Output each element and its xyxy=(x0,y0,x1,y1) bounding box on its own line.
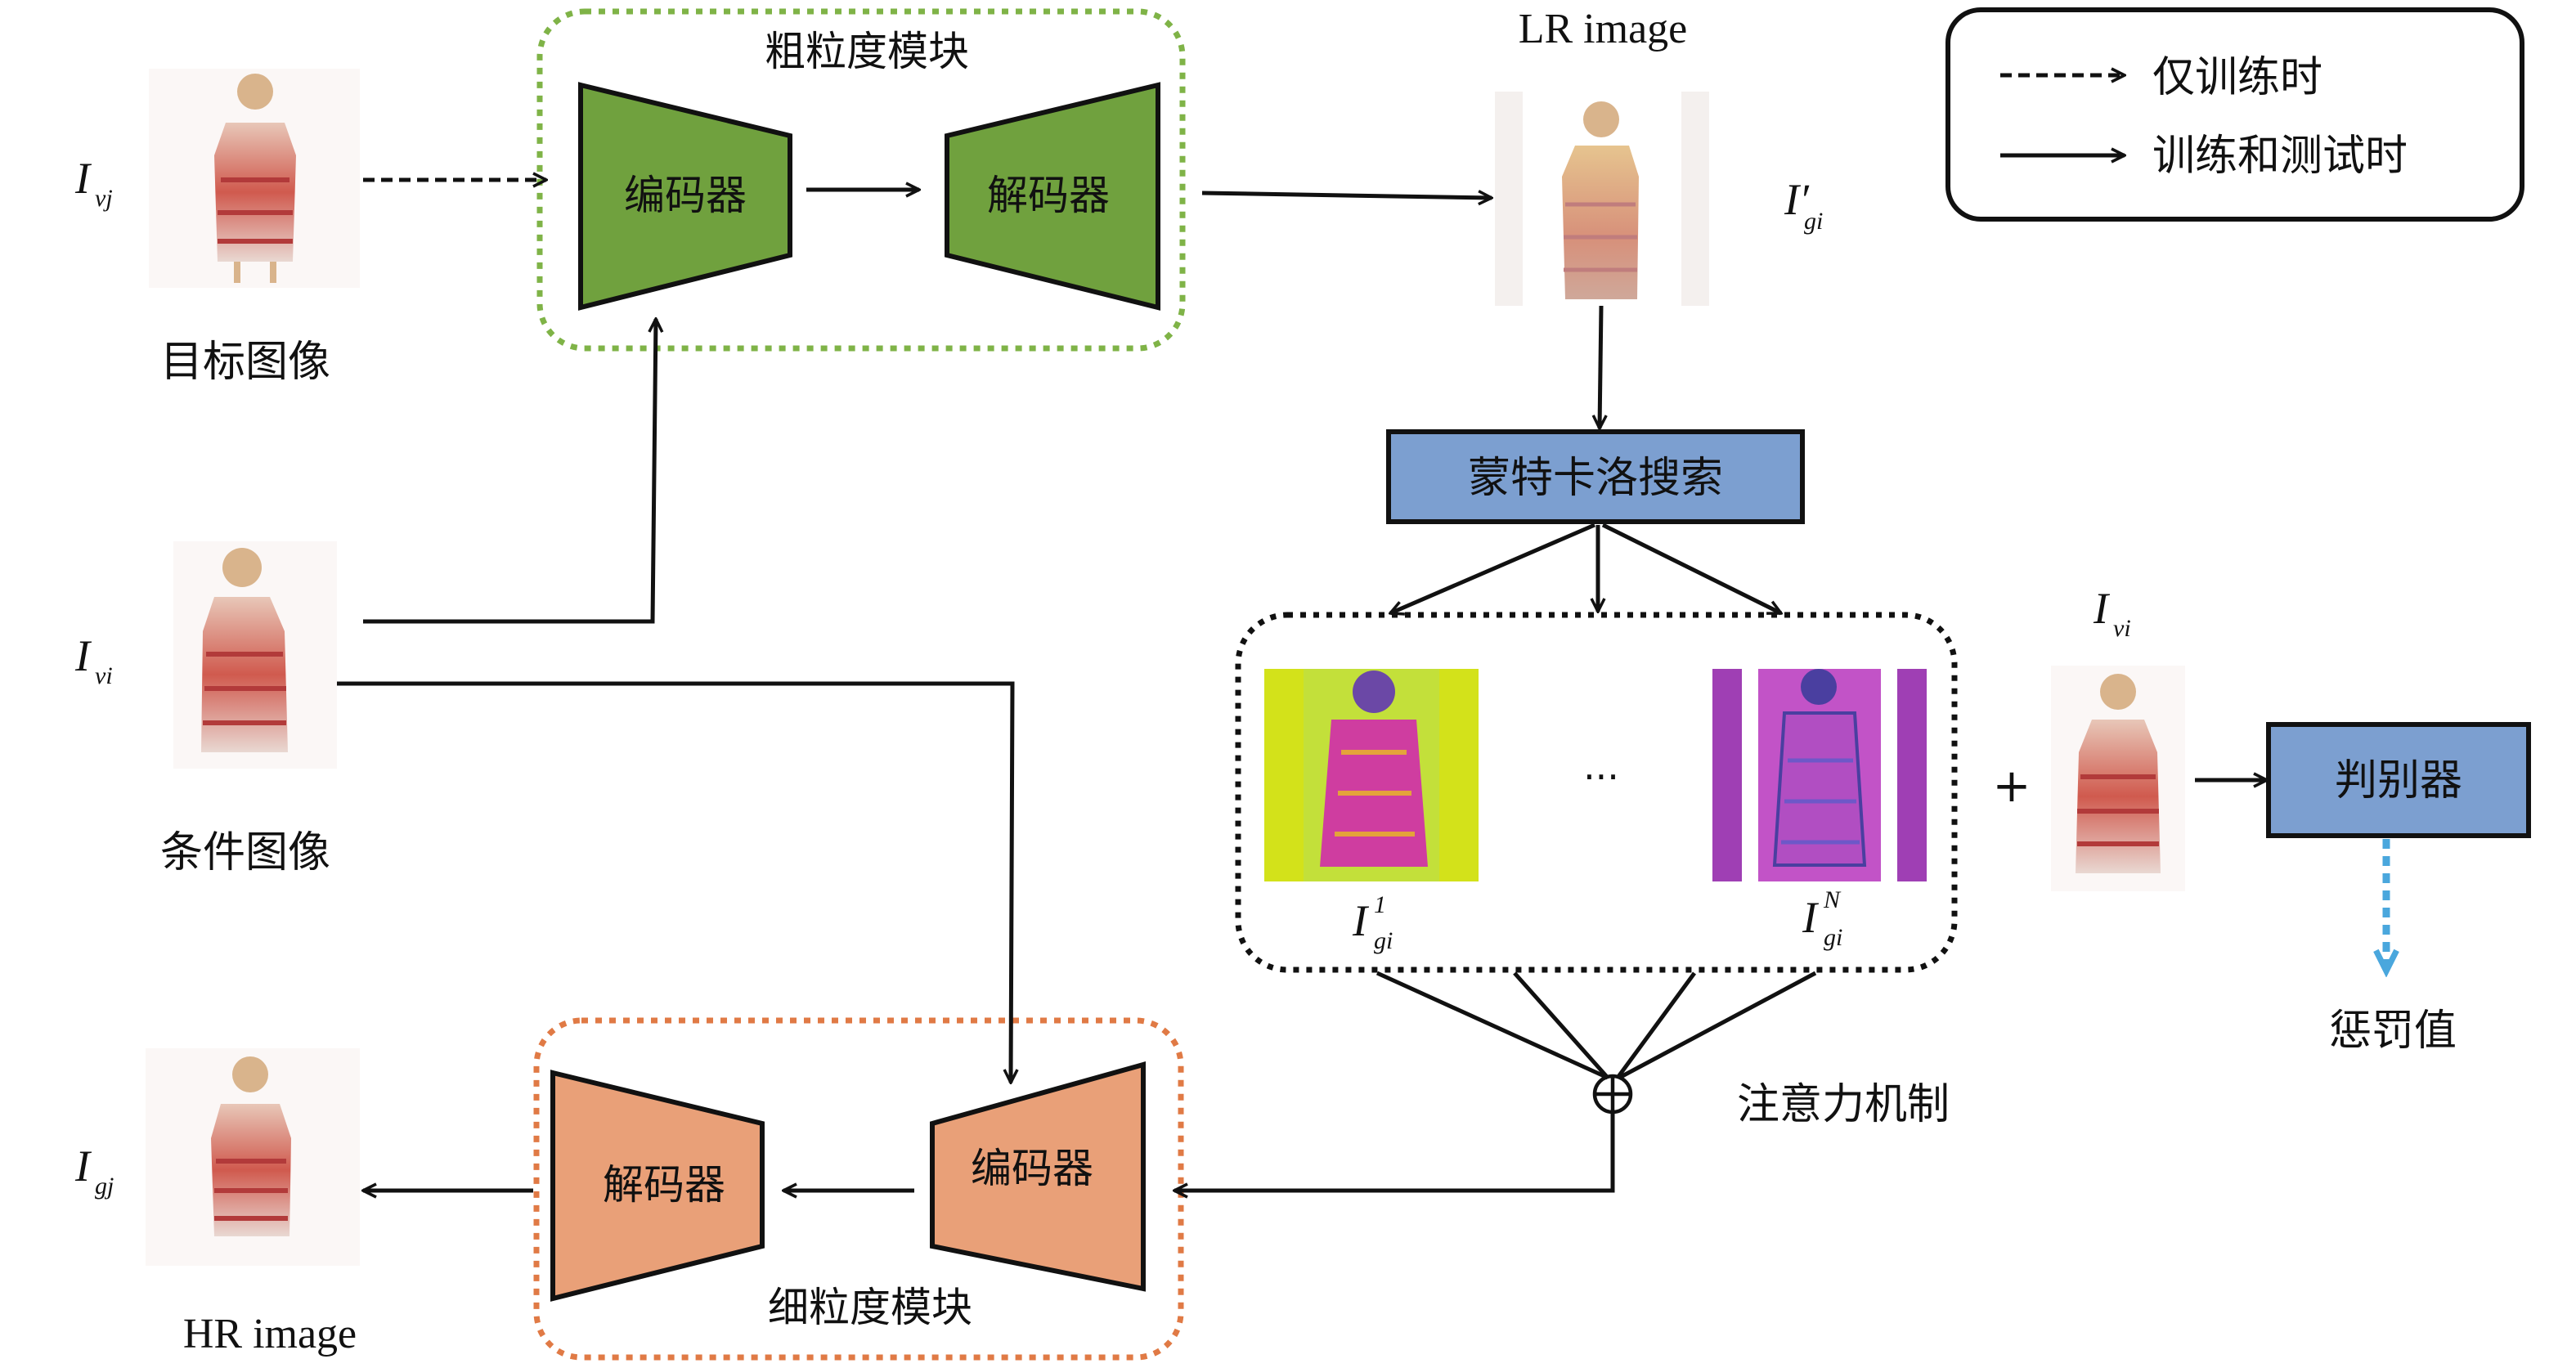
legend-dashed-label: 仅训练时 xyxy=(2152,53,2322,102)
arrow-condition-to-fine-encoder xyxy=(337,681,1012,1083)
candidate-last-symbol: I xyxy=(1802,893,1820,942)
attention-label: 注意力机制 xyxy=(1737,1080,1950,1129)
lr-dress-image xyxy=(1495,92,1709,306)
legend-box xyxy=(1945,7,2524,222)
target-image-symbol: I xyxy=(74,154,92,203)
legend-solid-label: 训练和测试时 xyxy=(2152,132,2408,181)
coarse-encoder-label: 编码器 xyxy=(624,172,747,219)
lr-image-symbol: I′ xyxy=(1784,175,1810,224)
lr-image-subscript: gi xyxy=(1804,208,1823,235)
output-dress-image xyxy=(146,1048,360,1266)
coarse-decoder-block xyxy=(945,82,1160,311)
target-image-subscript: vj xyxy=(95,185,113,212)
discriminator-label: 判别器 xyxy=(2335,756,2462,805)
attention-line-4 xyxy=(1618,971,1817,1080)
fine-module-title: 细粒度模块 xyxy=(768,1284,972,1331)
candidate-image-first xyxy=(1264,669,1479,881)
candidates-frame xyxy=(1235,612,1958,973)
output-image-subscript: gj xyxy=(95,1173,114,1200)
attention-line-2 xyxy=(1513,971,1609,1079)
condition-dress-image xyxy=(173,541,337,769)
discriminator-input-subscript: vi xyxy=(2113,615,2131,642)
candidate-first-superscript: 1 xyxy=(1374,891,1386,918)
penalty-label: 惩罚值 xyxy=(2329,1007,2457,1056)
candidate-image-last xyxy=(1712,669,1927,881)
candidate-last-superscript: N xyxy=(1823,886,1842,913)
condition-image-caption: 条件图像 xyxy=(160,828,330,877)
candidate-ellipsis: ··· xyxy=(1583,755,1619,799)
condition-image-symbol: I xyxy=(74,631,92,680)
target-dress-image xyxy=(149,69,360,288)
lr-image-title: LR image xyxy=(1519,6,1688,52)
fine-encoder-label: 编码器 xyxy=(971,1145,1093,1192)
condition-image-subscript: vi xyxy=(95,662,113,689)
target-image-caption: 目标图像 xyxy=(160,338,330,387)
arrow-condition-to-coarse xyxy=(363,319,656,624)
arrow-lr-to-mcts xyxy=(1600,305,1601,428)
discriminator-block xyxy=(2266,722,2531,838)
coarse-module-title: 粗粒度模块 xyxy=(765,28,969,75)
fine-decoder-block xyxy=(550,1070,765,1302)
output-image-caption: HR image xyxy=(183,1311,357,1357)
discriminator-input-symbol: I xyxy=(2093,584,2111,633)
candidate-first-symbol: I xyxy=(1352,896,1370,945)
candidate-first-subscript: gi xyxy=(1374,927,1393,954)
attention-line-1 xyxy=(1376,971,1609,1080)
attention-line-3 xyxy=(1615,971,1697,1079)
plus-sign: + xyxy=(1993,760,2031,813)
candidate-last-subscript: gi xyxy=(1824,924,1842,951)
fine-encoder-block xyxy=(930,1061,1146,1292)
arrow-mcts-to-candidate-left xyxy=(1390,523,1595,613)
arrow-attention-to-fine-encoder xyxy=(1174,1112,1615,1191)
output-image-symbol: I xyxy=(74,1141,92,1191)
fine-decoder-label: 解码器 xyxy=(603,1161,725,1209)
mcts-block xyxy=(1386,429,1805,524)
discriminator-input-dress-image xyxy=(2051,666,2185,891)
mcts-label: 蒙特卡洛搜索 xyxy=(1468,454,1723,503)
arrow-coarse-decoder-to-lr xyxy=(1201,193,1492,198)
coarse-decoder-label: 解码器 xyxy=(987,172,1110,219)
coarse-encoder-block xyxy=(578,82,792,311)
arrow-mcts-to-candidate-right xyxy=(1601,523,1781,616)
oplus-cross xyxy=(1595,1076,1631,1112)
